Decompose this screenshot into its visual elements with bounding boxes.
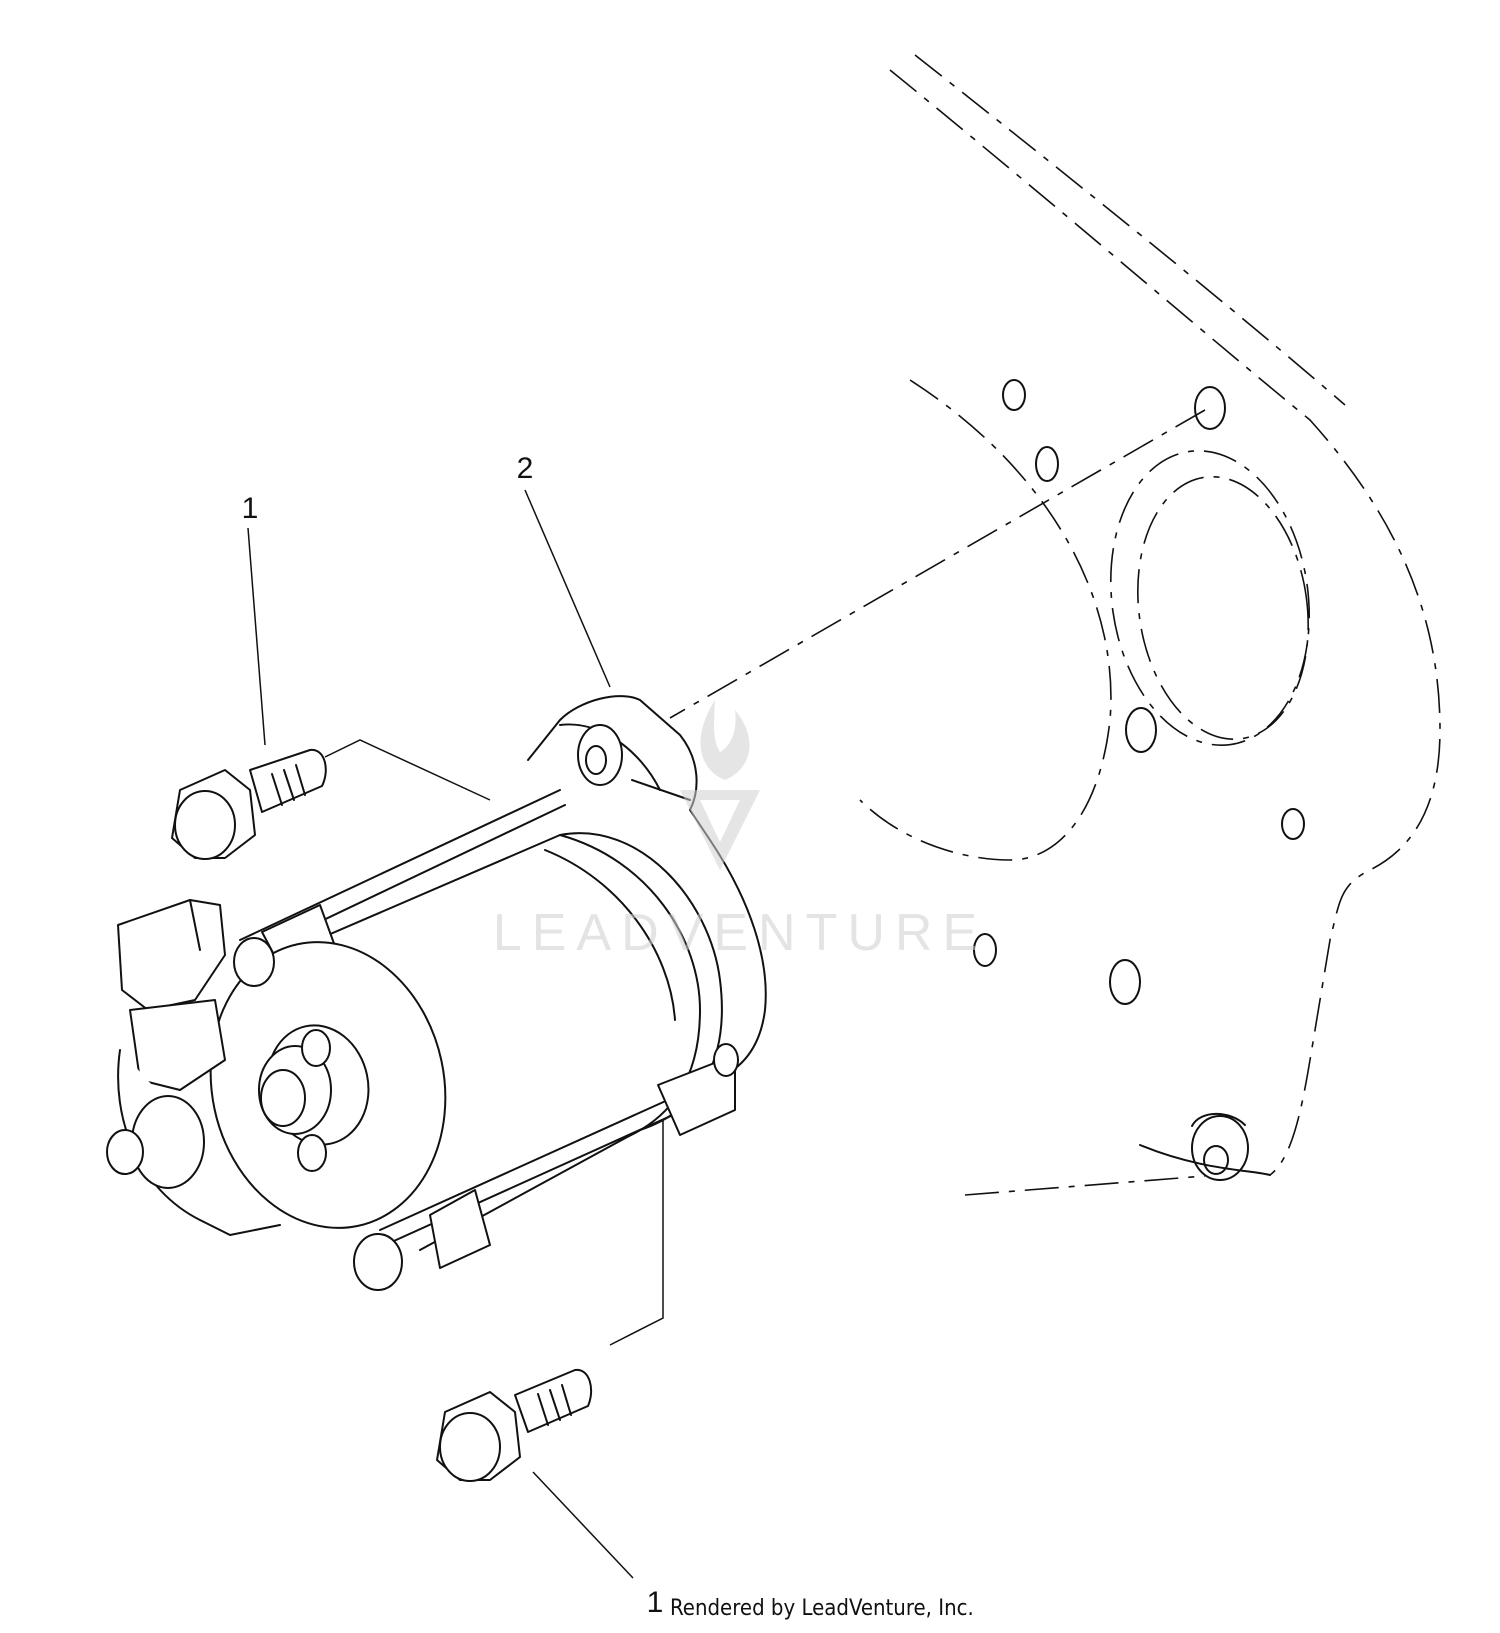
engine-plate (859, 54, 1441, 1181)
callout-starter-motor: 2 (517, 452, 534, 485)
bolt-lower (436, 1368, 593, 1482)
alignment-lines (324, 409, 1206, 1346)
leader-lines (247, 489, 634, 1579)
callout-bolt-upper: 1 (242, 492, 259, 525)
callout-bolt-lower: 1 (647, 1586, 664, 1619)
starter-motor (106, 695, 767, 1291)
bolt-upper (171, 748, 327, 860)
watermark-text: LEADVENTURE (493, 904, 987, 962)
render-credit: Rendered by LeadVenture, Inc. (670, 1596, 974, 1621)
leadventure-watermark: LEADVENTURE (493, 700, 987, 962)
